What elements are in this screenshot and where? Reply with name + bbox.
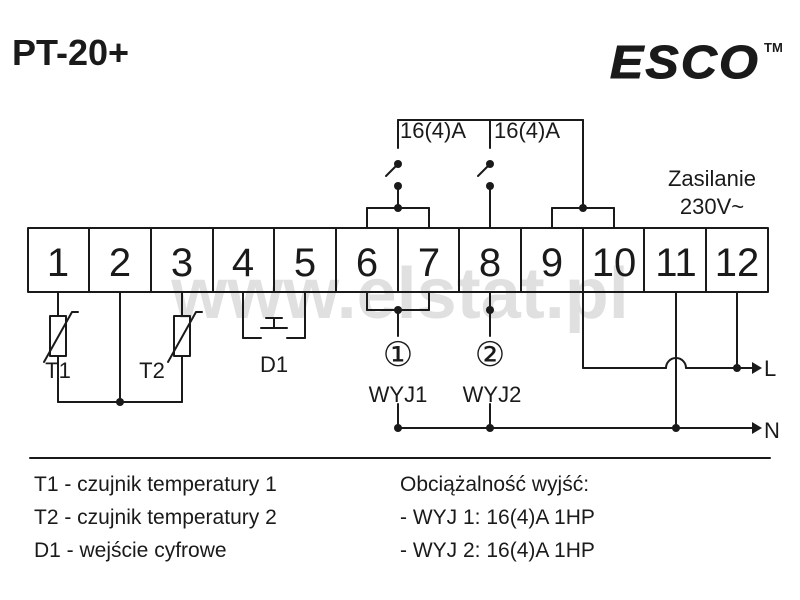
t2-label: T2	[139, 358, 165, 383]
t1-label: T1	[45, 358, 71, 383]
d1-label: D1	[260, 352, 288, 377]
relay2-rating: 16(4)A	[494, 118, 560, 143]
logo-text: ESCO	[610, 38, 760, 86]
power-voltage: 230V~	[680, 194, 744, 219]
terminal-1: 1	[47, 241, 69, 285]
legend-d1: D1 - wejście cyfrowe	[34, 539, 227, 562]
terminal-10: 10	[592, 241, 637, 285]
power-label: Zasilanie	[668, 166, 756, 191]
terminal-12: 12	[715, 241, 760, 285]
terminal-9: 9	[541, 241, 563, 285]
terminal-5: 5	[294, 241, 316, 285]
n-arrow-icon	[752, 422, 762, 434]
logo-trademark: TM	[764, 40, 783, 55]
legend-outputs: Obciążalność wyjść: - WYJ 1: 16(4)A 1HP …	[400, 468, 595, 567]
legend-t2: T2 - czujnik temperatury 2	[34, 506, 277, 529]
output1-symbol: ①	[383, 336, 413, 374]
watermark: www.elstat.pl	[170, 254, 628, 334]
terminal-6: 6	[356, 241, 378, 285]
page-title: PT-20+	[12, 32, 130, 73]
terminal-11: 11	[655, 241, 697, 285]
terminal-7: 7	[418, 241, 440, 285]
l-arrow-icon	[752, 362, 762, 374]
legend-load-title: Obciążalność wyjść:	[400, 473, 590, 496]
output2-symbol: ②	[475, 336, 505, 374]
output1-label: WYJ1	[369, 382, 428, 407]
line-l-label: L	[764, 356, 776, 381]
legend-components: T1 - czujnik temperatury 1 T2 - czujnik …	[34, 468, 277, 567]
terminal-2: 2	[109, 241, 131, 285]
output2-label: WYJ2	[463, 382, 522, 407]
legend-t1: T1 - czujnik temperatury 1	[34, 473, 277, 496]
terminal-3: 3	[171, 241, 193, 285]
line-n-label: N	[764, 418, 780, 443]
terminal-4: 4	[232, 241, 254, 285]
legend-wyj1: - WYJ 1: 16(4)A 1HP	[400, 506, 595, 529]
legend-wyj2: - WYJ 2: 16(4)A 1HP	[400, 539, 595, 562]
esco-logo: ESCO TM	[610, 36, 790, 89]
terminal-8: 8	[479, 241, 501, 285]
relay1-rating: 16(4)A	[400, 118, 466, 143]
